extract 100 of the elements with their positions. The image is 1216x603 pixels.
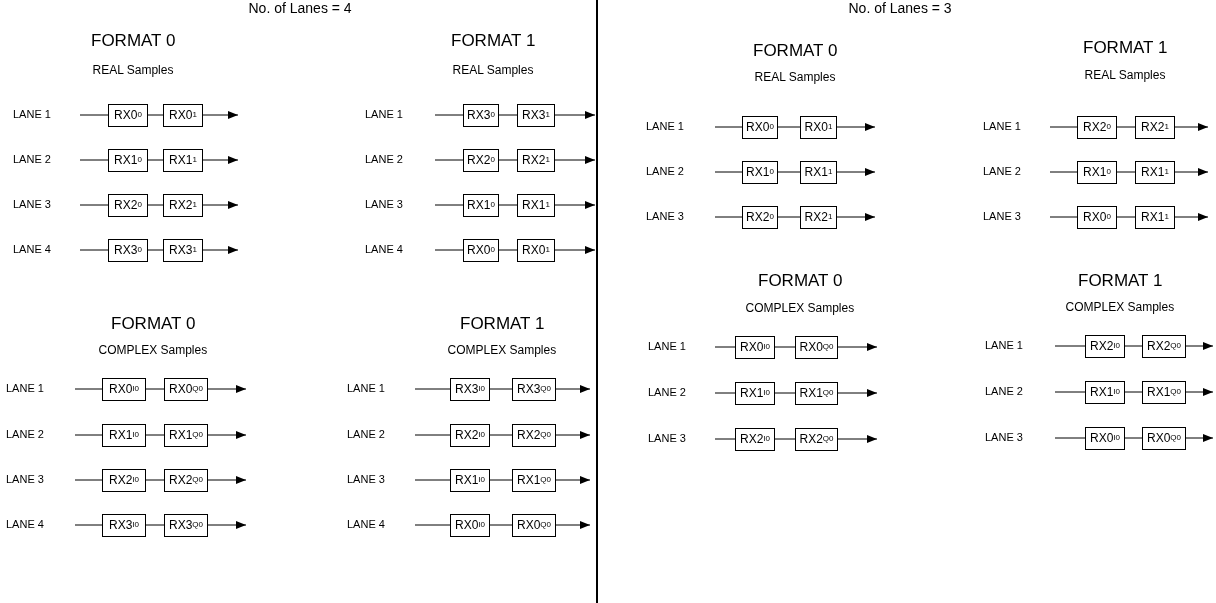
connector-line: [1116, 171, 1136, 173]
lane-label: LANE 2: [983, 166, 1021, 177]
connector-line: [1116, 126, 1136, 128]
arrow: [555, 431, 591, 439]
lane-label: LANE 1: [983, 121, 1021, 132]
arrow: [1185, 342, 1214, 350]
lane-label: LANE 1: [13, 109, 51, 120]
connector-line: [714, 438, 736, 440]
sample-type-label: COMPLEX Samples: [447, 344, 557, 356]
connector-line: [1049, 171, 1078, 173]
arrow: [202, 246, 239, 254]
lane-label: LANE 1: [6, 383, 44, 394]
sample-type-label: REAL Samples: [754, 71, 836, 83]
lane-label: LANE 3: [365, 199, 403, 210]
sample-type-label: COMPLEX Samples: [98, 344, 208, 356]
connector-line: [714, 126, 743, 128]
arrow: [202, 111, 239, 119]
connector-line: [79, 204, 109, 206]
arrow: [554, 201, 596, 209]
connector-line: [774, 392, 796, 394]
arrow: [836, 168, 876, 176]
format-title: FORMAT 0: [111, 314, 196, 332]
lane-label: LANE 1: [648, 341, 686, 352]
connector-line: [489, 434, 513, 436]
format-title: FORMAT 0: [91, 31, 176, 49]
connector-line: [498, 159, 518, 161]
lane-label: LANE 3: [985, 432, 1023, 443]
connector-line: [414, 388, 451, 390]
connector-line: [434, 249, 464, 251]
connector-line: [1054, 345, 1086, 347]
lane-label: LANE 2: [347, 429, 385, 440]
arrow: [202, 156, 239, 164]
connector-line: [434, 204, 464, 206]
connector-line: [434, 159, 464, 161]
connector-line: [147, 204, 164, 206]
lane-label: LANE 2: [648, 387, 686, 398]
arrow: [1185, 434, 1214, 442]
connector-line: [74, 524, 103, 526]
format-title: FORMAT 1: [460, 314, 545, 332]
lane-label: LANE 2: [13, 154, 51, 165]
connector-line: [1116, 216, 1136, 218]
connector-line: [714, 392, 736, 394]
sample-type-label: COMPLEX Samples: [745, 302, 855, 314]
format-title: FORMAT 1: [1078, 271, 1163, 289]
arrow: [837, 435, 878, 443]
sample-type-label: REAL Samples: [452, 64, 534, 76]
connector-line: [145, 388, 165, 390]
arrow: [837, 343, 878, 351]
connector-line: [1124, 391, 1143, 393]
lane-label: LANE 1: [646, 121, 684, 132]
connector-line: [414, 434, 451, 436]
connector-line: [1049, 216, 1078, 218]
lane-label: LANE 4: [13, 244, 51, 255]
connector-line: [1054, 437, 1086, 439]
connector-line: [489, 479, 513, 481]
lane-label: LANE 4: [347, 519, 385, 530]
lane-label: LANE 1: [347, 383, 385, 394]
arrow: [554, 111, 596, 119]
arrow: [555, 476, 591, 484]
arrow: [1174, 168, 1209, 176]
connector-line: [774, 346, 796, 348]
arrow: [554, 156, 596, 164]
connector-line: [1054, 391, 1086, 393]
connector-line: [79, 114, 109, 116]
lane-label: LANE 3: [6, 474, 44, 485]
connector-line: [147, 249, 164, 251]
lane-label: LANE 4: [365, 244, 403, 255]
arrow: [1174, 123, 1209, 131]
connector-line: [434, 114, 464, 116]
lane-label: LANE 2: [646, 166, 684, 177]
lane-count-heading: No. of Lanes = 3: [848, 1, 952, 15]
lane-label: LANE 1: [985, 340, 1023, 351]
connector-line: [777, 216, 801, 218]
format-title: FORMAT 1: [451, 31, 536, 49]
connector-line: [74, 434, 103, 436]
connector-line: [777, 171, 801, 173]
connector-line: [498, 249, 518, 251]
arrow: [555, 521, 591, 529]
arrow: [836, 123, 876, 131]
lane-label: LANE 2: [365, 154, 403, 165]
sample-type-label: COMPLEX Samples: [1065, 301, 1175, 313]
connector-line: [1124, 345, 1143, 347]
format-title: FORMAT 0: [753, 41, 838, 59]
arrow: [836, 213, 876, 221]
lane-label: LANE 3: [347, 474, 385, 485]
connector-line: [714, 171, 743, 173]
lane-label: LANE 3: [983, 211, 1021, 222]
lane-count-heading: No. of Lanes = 4: [248, 1, 352, 15]
lane-label: LANE 2: [6, 429, 44, 440]
connector-line: [145, 524, 165, 526]
lane-label: LANE 2: [985, 386, 1023, 397]
format-title: FORMAT 1: [1083, 38, 1168, 56]
sample-type-label: REAL Samples: [92, 64, 174, 76]
connector-line: [145, 434, 165, 436]
lane-label: LANE 3: [13, 199, 51, 210]
lane-label: LANE 4: [6, 519, 44, 530]
connector-line: [489, 524, 513, 526]
arrow: [207, 521, 247, 529]
connector-line: [777, 126, 801, 128]
lane-label: LANE 3: [648, 433, 686, 444]
